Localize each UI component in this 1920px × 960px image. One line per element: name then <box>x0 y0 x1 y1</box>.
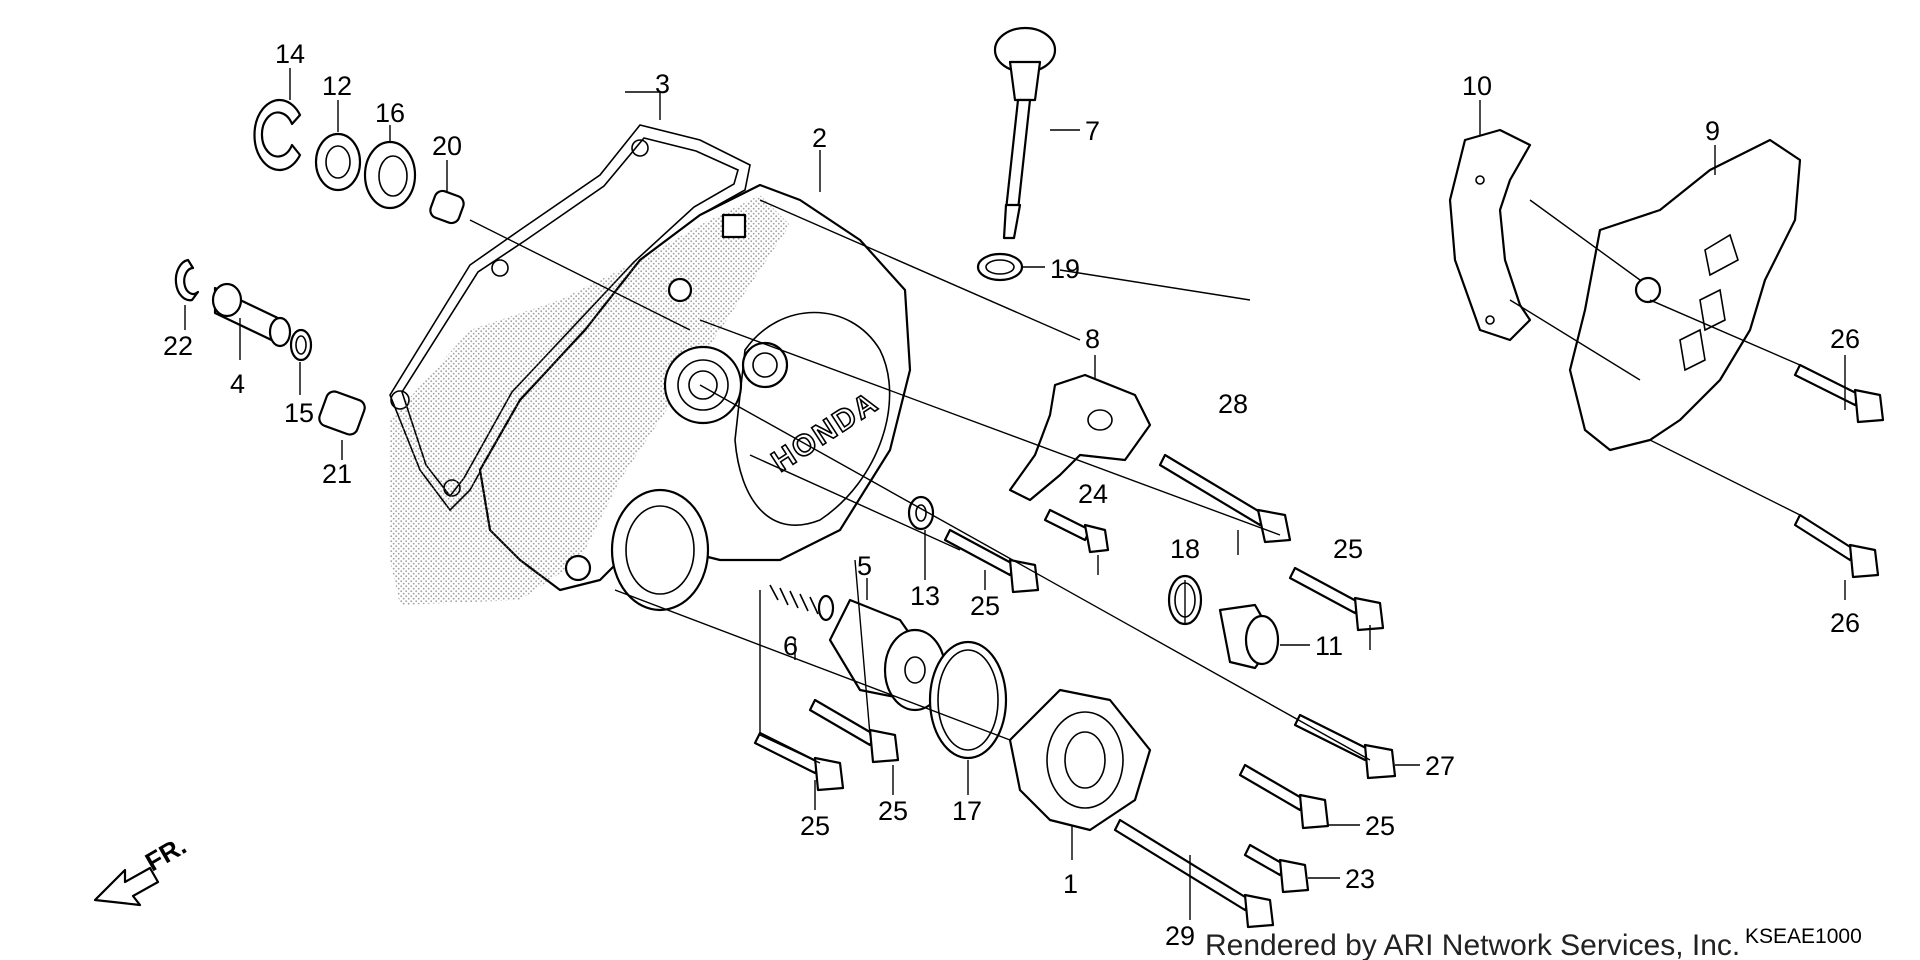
callout-14: 14 <box>275 39 305 69</box>
callout-20: 20 <box>432 131 462 161</box>
callout-19: 19 <box>1050 254 1080 284</box>
filter-cap-1 <box>1008 688 1152 832</box>
callout-3: 3 <box>655 69 670 99</box>
callout-25-center: 25 <box>970 591 1000 621</box>
bolt-26-upper <box>1793 363 1885 424</box>
o-ring-15 <box>289 328 313 362</box>
bolt-25-lower-right <box>1238 763 1330 830</box>
o-ring-17 <box>928 640 1008 760</box>
callout-21: 21 <box>322 459 352 489</box>
callout-25-right: 25 <box>1333 534 1363 564</box>
callout-8: 8 <box>1085 324 1100 354</box>
callout-25-lower-right: 25 <box>1365 811 1395 841</box>
callout-2: 2 <box>812 123 827 153</box>
footer-credit: Rendered by ARI Network Services, Inc. <box>1205 929 1740 960</box>
diagram-code: KSEAE1000 <box>1745 925 1862 948</box>
bolt-25-right <box>1288 566 1385 632</box>
callout-11: 11 <box>1315 631 1343 661</box>
gasket-10 <box>1448 128 1532 342</box>
callout-labels: 14 12 16 20 3 2 7 19 8 10 9 22 4 15 21 2… <box>163 39 1860 951</box>
bolt-26-lower <box>1793 513 1880 579</box>
bolt-28 <box>1158 453 1292 544</box>
callout-22: 22 <box>163 331 193 361</box>
callout-13: 13 <box>910 581 940 611</box>
callout-5: 5 <box>857 551 872 581</box>
spring-6 <box>769 584 835 622</box>
washer-12 <box>314 132 362 192</box>
callout-6: 6 <box>783 631 798 661</box>
circlip-22 <box>174 258 200 302</box>
callout-24: 24 <box>1078 479 1108 509</box>
callout-25-bottom-left: 25 <box>800 811 830 841</box>
callout-9: 9 <box>1705 116 1720 146</box>
callout-16: 16 <box>375 98 405 128</box>
leader-lines <box>184 68 1846 920</box>
callout-26-upper: 26 <box>1830 324 1860 354</box>
callout-17: 17 <box>952 796 982 826</box>
shaft-4 <box>211 282 292 348</box>
dowel-pin-20 <box>429 189 465 225</box>
bolt-23 <box>1243 843 1310 894</box>
callout-12: 12 <box>322 71 352 101</box>
callout-27: 27 <box>1425 751 1455 781</box>
callout-25-bottom: 25 <box>878 796 908 826</box>
left-crankcase-cover: HONDA <box>390 183 912 612</box>
front-direction-arrow: FR. <box>93 830 191 907</box>
bolt-25-bottom-left <box>808 698 900 764</box>
callout-28: 28 <box>1218 389 1248 419</box>
callout-29: 29 <box>1165 921 1195 951</box>
bolt-25-center <box>943 528 1040 594</box>
callout-1: 1 <box>1063 869 1078 899</box>
o-ring-19 <box>976 252 1024 282</box>
bracket-8 <box>1008 373 1152 502</box>
sprocket-cover-9 <box>1568 138 1802 452</box>
circlip-14 <box>253 98 302 172</box>
drain-plug-11 <box>1218 603 1280 670</box>
callout-7: 7 <box>1085 116 1100 146</box>
callout-4: 4 <box>230 369 245 399</box>
oil-dipstick-7 <box>993 26 1057 240</box>
bolt-24 <box>1043 508 1110 554</box>
callout-26-lower: 26 <box>1830 608 1860 638</box>
dowel-pin-21 <box>318 390 366 436</box>
callout-18: 18 <box>1170 534 1200 564</box>
callout-15: 15 <box>284 398 314 428</box>
callout-10: 10 <box>1462 71 1492 101</box>
bolt-29 <box>1113 818 1275 929</box>
callout-23: 23 <box>1345 864 1375 894</box>
bolt-25-lower-left <box>753 731 845 792</box>
oil-seal-16 <box>363 140 417 210</box>
